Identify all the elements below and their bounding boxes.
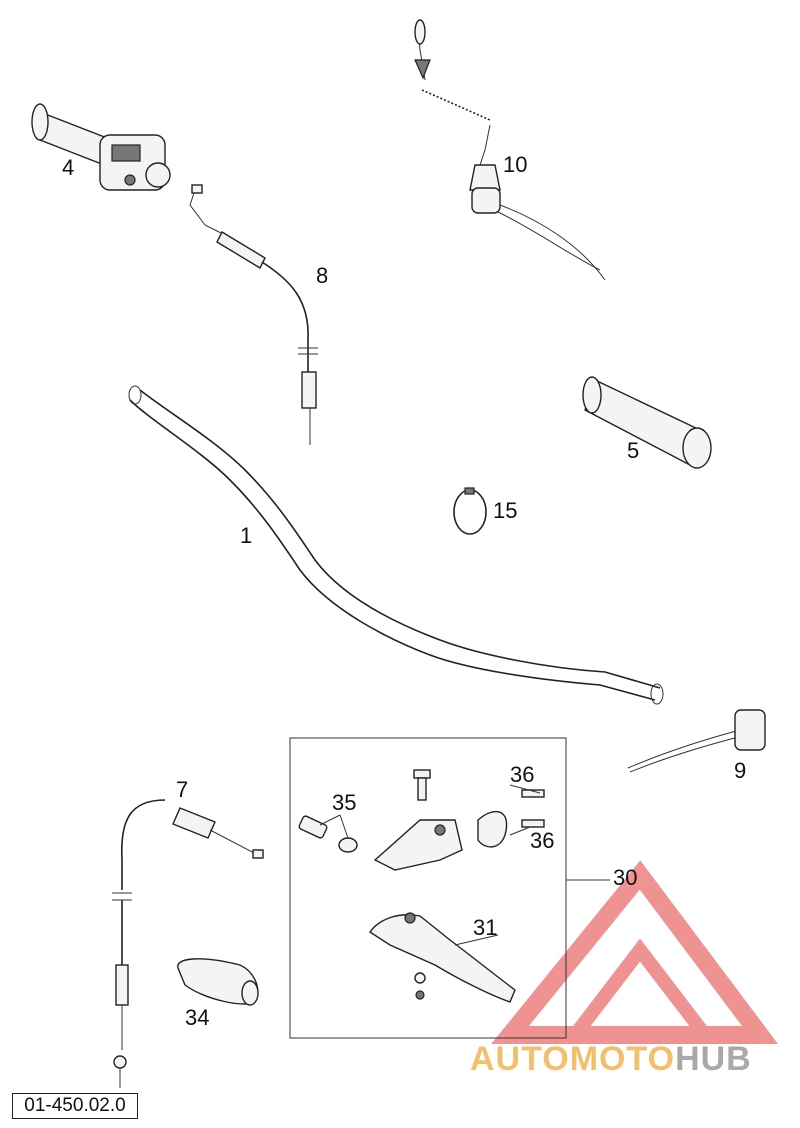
cable-tie: [453, 487, 487, 535]
drawing-code: 01-450.02.0: [12, 1093, 138, 1119]
lever-housing: [373, 819, 463, 871]
throttle-cable: [189, 184, 318, 445]
throttle-grip-assembly: [31, 103, 171, 191]
leader-lines: [454, 784, 541, 946]
callout-9: 9: [734, 758, 746, 783]
callout-15: 15: [493, 498, 517, 523]
watermark-triangle-logo: [491, 860, 778, 1044]
lever-assembly-box: [289, 737, 610, 1039]
watermark-text-part-b: HUB: [675, 1040, 752, 1078]
callout-30: 30: [613, 865, 637, 890]
callout-1: 1: [240, 523, 252, 548]
left-grip: [582, 376, 712, 469]
watermark-text-part-a: AUTOMOTO: [470, 1040, 676, 1078]
callout-36-top: 36: [510, 762, 534, 787]
watermark-text: AUTOMOTOHUB: [470, 1040, 790, 1080]
kill-switch-lanyard: [414, 19, 606, 281]
callout-4: 4: [62, 155, 74, 180]
callout-31: 31: [473, 915, 497, 940]
callout-34: 34: [185, 1005, 209, 1030]
adjuster-screws: [298, 814, 358, 853]
clamp-and-screws: [477, 789, 545, 848]
lever-bolt: [413, 769, 431, 801]
handlebar: [128, 385, 664, 705]
callout-36-bottom: 36: [530, 828, 554, 853]
rubber-boot: [177, 958, 259, 1006]
clutch-cable: [112, 799, 264, 1088]
callout-8: 8: [316, 263, 328, 288]
callout-10: 10: [503, 152, 527, 177]
lever: [369, 912, 516, 1003]
callout-7: 7: [176, 777, 188, 802]
callout-5: 5: [627, 438, 639, 463]
switch-with-cable: [627, 709, 766, 773]
callout-35: 35: [332, 790, 356, 815]
